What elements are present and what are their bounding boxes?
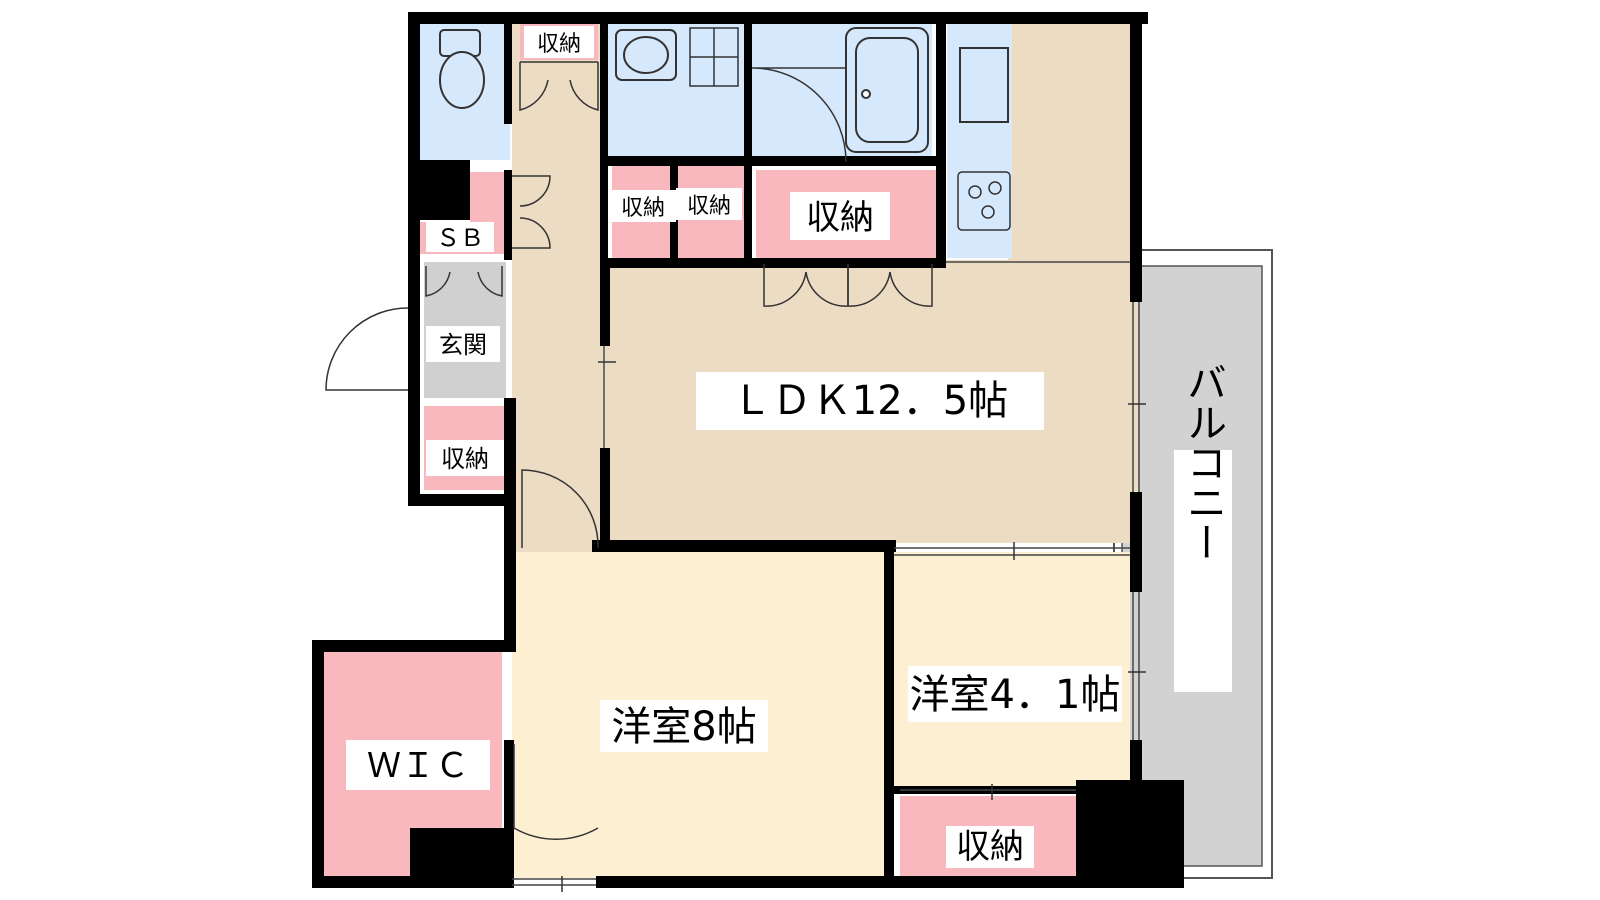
window-lines bbox=[512, 261, 1140, 886]
storage-entrance-label: 収納 bbox=[441, 445, 489, 473]
label-storage-top: 収納 bbox=[524, 26, 594, 58]
storage-top-label: 収納 bbox=[537, 32, 581, 57]
label-storage-wash-left: 収納 bbox=[610, 190, 676, 222]
washbasin-icon bbox=[615, 29, 677, 81]
label-western-8: 洋室8帖 bbox=[600, 700, 768, 752]
entrance-label: 玄関 bbox=[439, 331, 487, 359]
label-storage-bedroom: 収納 bbox=[946, 826, 1034, 868]
label-storage-large: 収納 bbox=[790, 192, 890, 240]
storage-large-label: 収納 bbox=[806, 198, 874, 238]
ldk-label: ＬＤＫ12．5帖 bbox=[732, 378, 1008, 424]
label-balcony: バルコニー bbox=[1174, 362, 1232, 692]
bathtub-icon bbox=[845, 27, 929, 153]
toilet-icon bbox=[439, 29, 485, 109]
storage-wash-left-label: 収納 bbox=[621, 196, 665, 221]
western-room-8-label: 洋室8帖 bbox=[611, 704, 756, 750]
shoe-box-label: ＳＢ bbox=[436, 224, 484, 252]
label-storage-wash-right: 収納 bbox=[676, 188, 742, 220]
stove-icon bbox=[957, 171, 1011, 231]
walls bbox=[312, 12, 1184, 888]
western-room-41-label: 洋室4．1帖 bbox=[910, 672, 1121, 718]
partition-ticks bbox=[561, 361, 1146, 892]
washing-machine-icon bbox=[689, 27, 739, 87]
label-western-41: 洋室4．1帖 bbox=[908, 666, 1122, 722]
label-entrance: 玄関 bbox=[426, 326, 500, 362]
wic-label: ＷＩＣ bbox=[367, 746, 469, 786]
balcony-label: バルコニー bbox=[1180, 362, 1226, 562]
label-sb: ＳＢ bbox=[426, 222, 494, 252]
storage-bifold-doors bbox=[425, 61, 933, 307]
label-ldk: ＬＤＫ12．5帖 bbox=[696, 372, 1044, 430]
storage-wash-right-label: 収納 bbox=[687, 194, 731, 219]
label-wic: ＷＩＣ bbox=[346, 740, 490, 790]
label-storage-entrance: 収納 bbox=[426, 440, 504, 476]
bathroom-door-arc bbox=[751, 67, 847, 163]
kitchen-sink-icon bbox=[959, 47, 1009, 123]
storage-bedroom-label: 収納 bbox=[956, 827, 1024, 867]
hinged-doors bbox=[325, 307, 599, 841]
